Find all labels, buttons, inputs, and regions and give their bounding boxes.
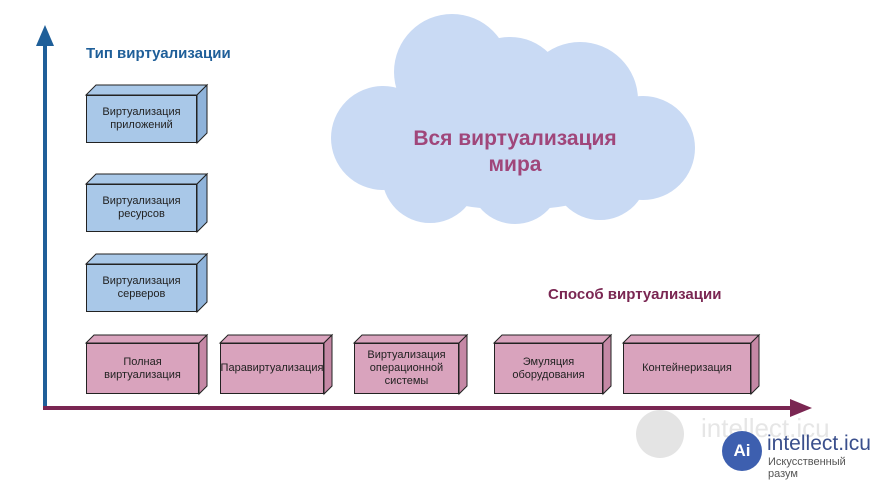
watermark-tagline: Искусственный разум	[768, 456, 846, 480]
cloud-text: Вся виртуализация мира	[413, 127, 617, 176]
watermark-logo-icon: Ai	[722, 431, 762, 471]
type-label: Виртуализация серверов	[86, 264, 197, 312]
y-axis-title: Тип виртуализации	[86, 45, 231, 62]
type-label: Виртуализация приложений	[86, 95, 197, 143]
x-axis-title: Способ виртуализации	[548, 286, 722, 303]
method-label: Паравиртуализация	[220, 343, 324, 394]
method-box-containers: Контейнеризация	[621, 333, 761, 396]
method-box-full: Полная виртуализация	[84, 333, 209, 396]
type-label: Виртуализация ресурсов	[86, 184, 197, 232]
type-box-servers: Виртуализация серверов	[84, 252, 209, 314]
type-box-applications: Виртуализация приложений	[84, 83, 209, 145]
method-label: Контейнеризация	[623, 343, 751, 394]
method-box-os: Виртуализация операционной системы	[352, 333, 469, 396]
watermark-brand: intellect.icu	[767, 432, 871, 455]
method-box-para: Паравиртуализация	[218, 333, 334, 396]
method-label: Эмуляция оборудования	[494, 343, 603, 394]
method-box-emulation: Эмуляция оборудования	[492, 333, 613, 396]
watermark-logo-letter: Ai	[733, 441, 751, 460]
watermark-brand-ghost: intellect.icu	[701, 413, 830, 443]
type-box-resources: Виртуализация ресурсов	[84, 172, 209, 234]
x-axis-arrowhead	[790, 399, 812, 417]
y-axis-arrowhead	[36, 25, 54, 46]
method-label: Виртуализация операционной системы	[354, 343, 459, 394]
method-label: Полная виртуализация	[86, 343, 199, 394]
watermark-logo-ghost-icon	[636, 410, 684, 458]
